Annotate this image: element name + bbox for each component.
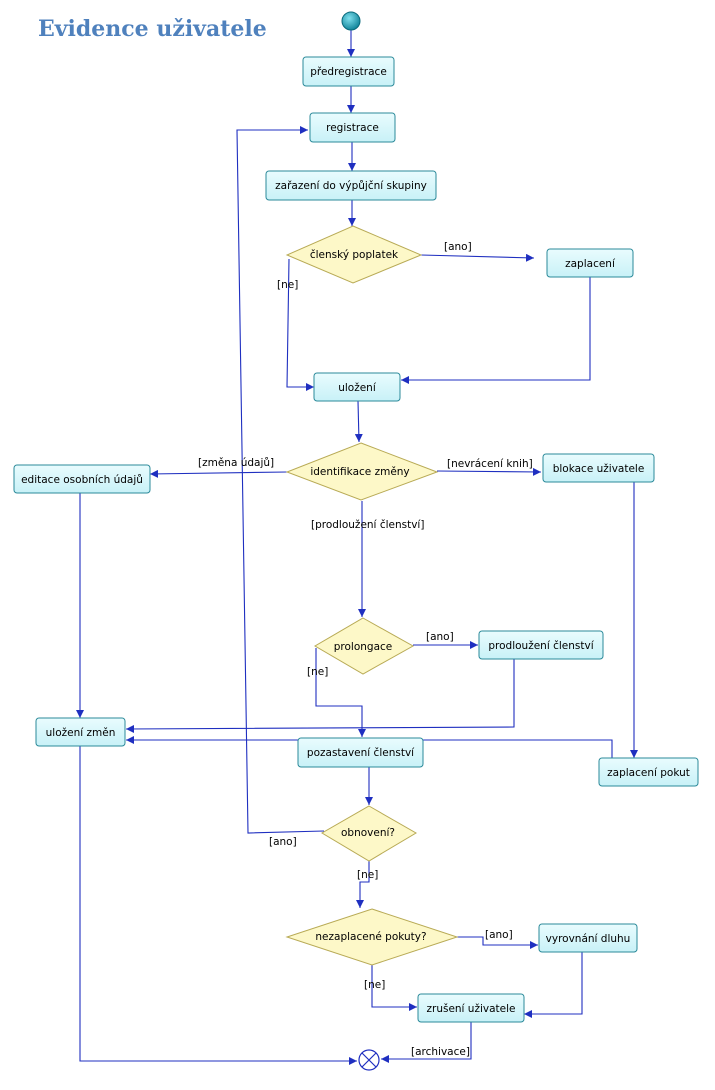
edge-zruseni-to-end (381, 1022, 472, 1063)
guard-obnoveni-ano: [ano] (269, 836, 297, 848)
svg-text:registrace: registrace (326, 122, 379, 134)
action-zruseni: zrušení uživatele (417, 993, 525, 1023)
decision-nezaplacene-pokuty: nezaplacené pokuty? (285, 908, 459, 966)
decision-clensky-poplatek: členský poplatek (285, 225, 423, 284)
guard-nevraceni-knih: [nevrácení knih] (447, 458, 533, 470)
diagram-title: Evidence uživatele (38, 16, 267, 42)
action-zaplaceni-pokut: zaplacení pokut (598, 757, 699, 787)
svg-text:předregistrace: předregistrace (310, 66, 387, 78)
svg-text:obnovení?: obnovení? (341, 827, 395, 839)
edge-identifikace-to-blokace (436, 467, 542, 476)
svg-text:prolongace: prolongace (334, 641, 393, 653)
guard-zmena-udaju: [změna údajů] (198, 457, 274, 469)
action-blokace: blokace uživatele (542, 453, 655, 483)
action-zarazeni: zařazení do výpůjční skupiny (265, 170, 437, 201)
svg-text:uložení změn: uložení změn (46, 727, 116, 739)
svg-text:zařazení do výpůjční skupiny: zařazení do výpůjční skupiny (275, 180, 427, 192)
end-node (358, 1049, 380, 1071)
guard-clensky-ano: [ano] (444, 241, 472, 253)
guard-archivace: [archivace] (411, 1046, 470, 1058)
edges (76, 30, 638, 1065)
edge-zaplaceni-pokut-to-ulozeni-zmen (126, 736, 613, 758)
svg-text:zaplacení pokut: zaplacení pokut (607, 767, 690, 779)
decision-identifikace-zmeny: identifikace změny (285, 442, 439, 501)
svg-text:nezaplacené pokuty?: nezaplacené pokuty? (315, 931, 426, 943)
guard-prolongace-ano: [ano] (426, 631, 454, 643)
svg-text:identifikace změny: identifikace změny (310, 466, 409, 478)
edge-identifikace-to-editace (149, 469, 288, 478)
action-pozastaveni: pozastavení členství (297, 737, 424, 768)
svg-text:uložení: uložení (338, 382, 377, 394)
action-editace: editace osobních údajů (13, 464, 151, 494)
svg-text:zaplacení: zaplacení (565, 258, 616, 270)
svg-text:blokace uživatele: blokace uživatele (553, 463, 645, 475)
action-predregistrace: předregistrace (302, 56, 395, 87)
edge-clensky-ne-to-ulozeni (286, 258, 314, 391)
svg-text:editace osobních údajů: editace osobních údajů (21, 474, 143, 486)
guard-prolongace-ne: [ne] (307, 666, 328, 678)
edge-clensky-ano-to-zaplaceni (420, 253, 535, 262)
edge-prolongace-ne-to-pozastaveni (315, 648, 366, 737)
edge-zaplaceni-to-ulozeni (401, 277, 591, 384)
action-registrace: registrace (309, 112, 396, 143)
svg-text:členský poplatek: členský poplatek (310, 249, 399, 261)
edge-obnoveni-ne-to-pokuty (356, 861, 370, 908)
guard-clensky-ne: [ne] (277, 279, 298, 291)
guard-pokuty-ano: [ano] (485, 929, 513, 941)
edge-vyrovnani-to-zruseni (524, 952, 583, 1018)
edge-ulozeni-to-identifikace (354, 400, 363, 443)
action-prodlouzeni: prodloužení členství (478, 630, 604, 660)
action-ulozeni: uložení (313, 372, 401, 402)
guard-prodlouzeni-clenstvi: [prodloužení členství] (311, 519, 424, 531)
edge-pokuty-ne-to-zruseni (371, 964, 417, 1011)
svg-text:pozastavení členství: pozastavení členství (307, 747, 415, 759)
edge-obnoveni-ano-to-registrace (236, 126, 325, 834)
action-vyrovnani: vyrovnání dluhu (538, 923, 638, 953)
guard-obnoveni-ne: [ne] (357, 869, 378, 881)
action-zaplaceni: zaplacení (546, 248, 634, 278)
svg-text:vyrovnání dluhu: vyrovnání dluhu (546, 933, 631, 945)
edge-prodlouzeni-to-ulozeni-zmen (125, 659, 515, 733)
edge-ulozeni-zmen-to-end (79, 745, 357, 1065)
svg-text:prodloužení členství: prodloužení členství (488, 640, 594, 652)
decision-obnoveni: obnovení? (321, 805, 417, 862)
start-node (341, 11, 361, 31)
action-ulozeni-zmen: uložení změn (35, 717, 126, 747)
edge-pokuty-ano-to-vyrovnani (457, 936, 538, 949)
decision-prolongace: prolongace (314, 617, 415, 675)
svg-text:zrušení uživatele: zrušení uživatele (426, 1003, 515, 1015)
guard-pokuty-ne: [ne] (364, 979, 385, 991)
